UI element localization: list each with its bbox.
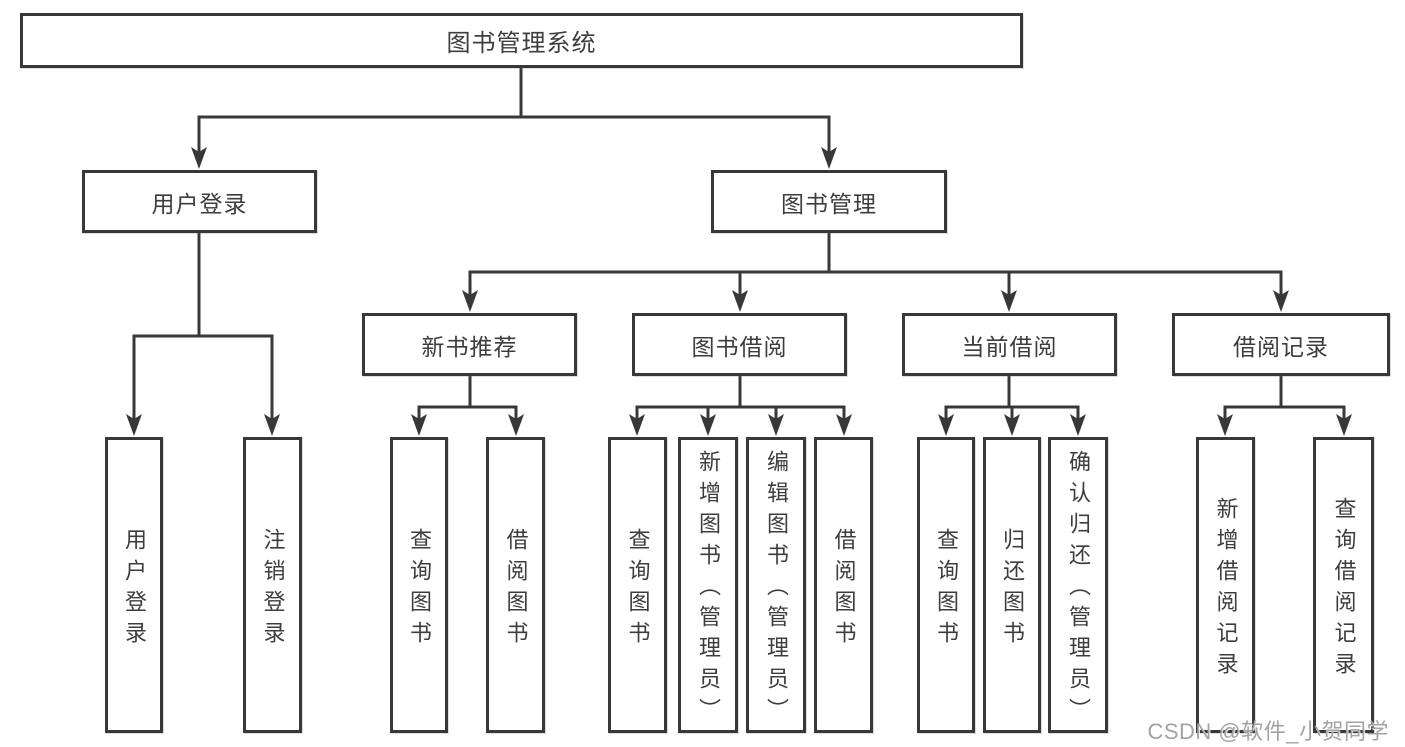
leaf-confirm-return-admin: 确认归还（管理员） (1048, 437, 1108, 733)
leaf-return-books: 归还图书 (983, 437, 1041, 733)
leaf-query-borrow-record: 查询借阅记录 (1313, 437, 1374, 733)
branch-connector (191, 68, 837, 169)
node-label: 用户登录 (151, 190, 248, 217)
node-label: 新书推荐 (421, 333, 518, 360)
node-label: 查询图书 (934, 527, 959, 652)
branch-connector (938, 376, 1086, 436)
leaf-logout: 注销登录 (243, 437, 302, 733)
leaf-query-books-current: 查询图书 (917, 437, 975, 733)
node-label: 图书管理 (781, 190, 877, 217)
leaf-query-books-borrowing: 查询图书 (608, 437, 667, 733)
node-label: 图书借阅 (691, 333, 788, 360)
node-new-book-recommendation: 新书推荐 (362, 313, 577, 376)
node-borrowing-records: 借阅记录 (1172, 313, 1390, 376)
node-label: 查询图书 (625, 527, 651, 652)
branch-connector (1217, 376, 1352, 436)
branch-connector (126, 233, 280, 436)
branch-connector (462, 233, 1289, 312)
node-label: 确认归还（管理员） (1066, 450, 1091, 729)
leaf-query-books-recommend: 查询图书 (390, 437, 448, 733)
node-label: 借阅记录 (1233, 333, 1329, 360)
node-label: 归还图书 (1000, 527, 1025, 652)
node-book-management: 图书管理 (711, 170, 947, 233)
node-label: 查询图书 (407, 527, 432, 652)
leaf-add-books-admin: 新增图书（管理员） (678, 437, 738, 733)
node-book-borrowing: 图书借阅 (632, 313, 847, 376)
watermark: CSDN @软件_小贺同学 (1147, 719, 1389, 744)
node-label: 编辑图书（管理员） (764, 450, 789, 729)
node-label: 新增借阅记录 (1213, 496, 1239, 683)
leaf-edit-books-admin: 编辑图书（管理员） (746, 437, 806, 733)
node-label: 借阅图书 (503, 527, 529, 652)
node-label: 查询借阅记录 (1331, 496, 1357, 683)
node-label: 图书管理系统 (446, 30, 597, 57)
leaf-borrow-books-recommend: 借阅图书 (486, 437, 545, 733)
node-label: 用户登录 (122, 527, 147, 652)
node-label: 当前借阅 (961, 333, 1058, 360)
node-label: 注销登录 (260, 527, 286, 652)
node-current-borrowing: 当前借阅 (902, 313, 1117, 376)
node-library-management-system: 图书管理系统 (20, 13, 1023, 68)
leaf-add-borrow-record: 新增借阅记录 (1196, 437, 1255, 733)
node-label: 借阅图书 (831, 527, 857, 652)
leaf-user-login: 用户登录 (105, 437, 163, 733)
node-user-login: 用户登录 (82, 170, 317, 233)
branch-connector (629, 376, 852, 436)
branch-connector (411, 376, 524, 436)
node-label: 新增图书（管理员） (696, 450, 721, 729)
leaf-borrow-books: 借阅图书 (814, 437, 873, 733)
